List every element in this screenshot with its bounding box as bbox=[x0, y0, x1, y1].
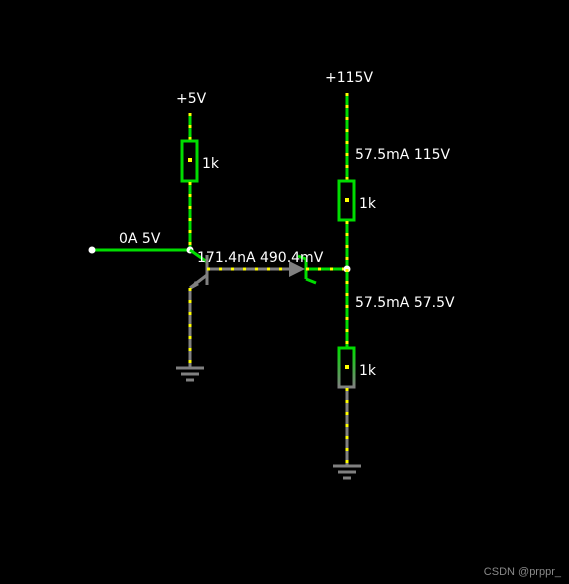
ground-left bbox=[176, 366, 204, 382]
r2-value-label: 1k bbox=[359, 196, 377, 212]
resistor-r3[interactable] bbox=[337, 346, 356, 389]
lower-resistor-readout: 57.5mA 57.5V bbox=[355, 295, 455, 311]
watermark: CSDN @prppr_ bbox=[483, 566, 561, 578]
left-supply-label: +5V bbox=[176, 91, 207, 107]
right-supply-label: +115V bbox=[325, 70, 373, 86]
resistor-r2[interactable] bbox=[337, 179, 356, 222]
input-readout: 0A 5V bbox=[119, 231, 161, 247]
base-current-readout: 171.4nA 490.4mV bbox=[197, 250, 324, 266]
input-terminal[interactable] bbox=[88, 246, 96, 254]
r3-value-label: 1k bbox=[359, 363, 377, 379]
resistor-r1[interactable] bbox=[180, 139, 199, 183]
upper-resistor-readout: 57.5mA 115V bbox=[355, 147, 451, 163]
ground-right bbox=[333, 464, 361, 480]
r1-value-label: 1k bbox=[202, 156, 220, 172]
